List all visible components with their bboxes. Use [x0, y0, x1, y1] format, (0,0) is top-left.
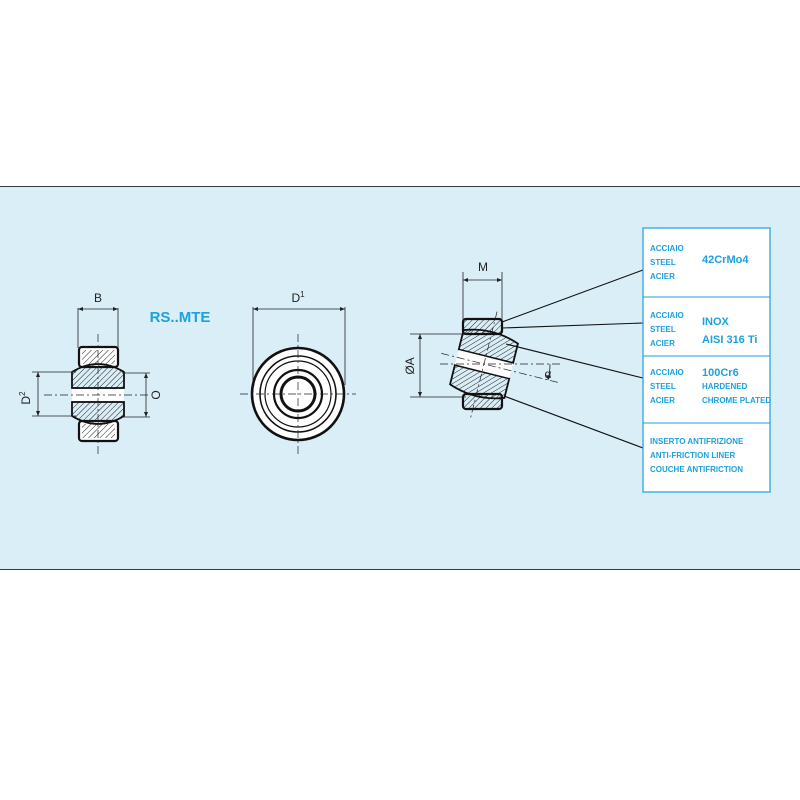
legend-entry-3: ACCIAIO STEEL ACIER 100Cr6 HARDENED CHRO…: [650, 367, 771, 405]
legend-3-lang-1: ACCIAIO: [650, 368, 684, 377]
legend-entry-1: ACCIAIO STEEL ACIER 42CrMo4: [650, 244, 749, 281]
legend-1-lang-3: ACIER: [650, 272, 675, 281]
inner-ball-bottom: [71, 401, 125, 425]
legend-2-lang-3: ACIER: [650, 339, 675, 348]
leader-line-2: [501, 322, 644, 329]
legend-2-material-1: INOX: [702, 316, 730, 328]
svg-text:D1: D1: [291, 290, 305, 305]
legend-entry-4: INSERTO ANTIFRIZIONE ANTI-FRICTION LINER…: [650, 437, 744, 474]
dim-alpha-label: α: [545, 367, 552, 381]
legend-1-lang-2: STEEL: [650, 258, 676, 267]
svg-text:D2: D2: [18, 391, 33, 405]
legend-4-lang-2: ANTI-FRICTION LINER: [650, 451, 736, 460]
outer-ring-top-hatch: [82, 350, 115, 364]
dim-a-label: ØA: [403, 357, 417, 374]
legend-3-material-1: 100Cr6: [702, 367, 739, 379]
legend-1-lang-1: ACCIAIO: [650, 244, 684, 253]
leader-line-1: [501, 269, 644, 323]
legend-2-lang-2: STEEL: [650, 325, 676, 334]
dim-m-label: M: [478, 260, 488, 274]
materials-legend: ACCIAIO STEEL ACIER 42CrMo4 ACCIAIO STEE…: [642, 227, 771, 493]
leader-line-4: [503, 395, 644, 449]
leader-line-3: [505, 343, 644, 379]
front-view: D1: [240, 290, 356, 456]
dim-d2-label: D: [19, 396, 33, 405]
legend-entry-2: ACCIAIO STEEL ACIER INOX AISI 316 Ti: [650, 311, 757, 348]
legend-3-lang-3: ACIER: [650, 396, 675, 405]
dim-o-label: O: [149, 390, 163, 399]
section-view: B D2 O: [18, 291, 163, 456]
legend-3-material-3: CHROME PLATED: [702, 396, 771, 405]
legend-3-material-2: HARDENED: [702, 382, 748, 391]
tilted-ball-bottom: [449, 363, 511, 400]
dim-b-label: B: [94, 291, 102, 305]
inner-ball-top: [71, 363, 125, 389]
legend-4-lang-3: COUCHE ANTIFRICTION: [650, 465, 743, 474]
dim-d2-sup: 2: [18, 391, 27, 396]
outer-ring-bottom-hatch: [82, 424, 115, 438]
dim-d1-sup: 1: [300, 290, 305, 299]
legend-2-material-2: AISI 316 Ti: [702, 334, 757, 346]
legend-2-lang-1: ACCIAIO: [650, 311, 684, 320]
model-code: RS..MTE: [150, 309, 211, 326]
legend-1-material: 42CrMo4: [702, 254, 749, 266]
tilted-section-view: M α ØA: [403, 260, 644, 449]
dim-d1-label: D: [291, 291, 300, 305]
legend-3-lang-2: STEEL: [650, 382, 676, 391]
legend-4-lang-1: INSERTO ANTIFRIZIONE: [650, 437, 744, 446]
